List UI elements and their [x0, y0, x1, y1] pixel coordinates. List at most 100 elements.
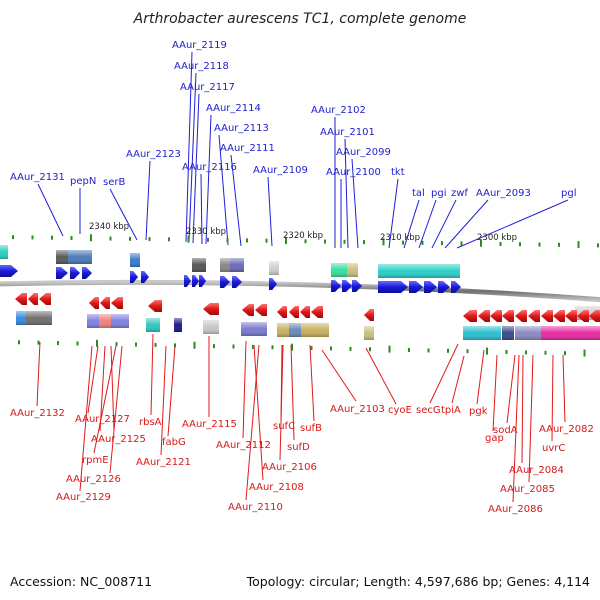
tick [187, 235, 190, 243]
gene-label[interactable]: AAur_2082 [539, 424, 594, 435]
tick [310, 346, 313, 351]
tick [285, 236, 287, 244]
gene-label[interactable]: AAur_2111 [220, 143, 275, 154]
gene-label[interactable]: cyoE [388, 405, 412, 416]
leader-line [365, 347, 397, 405]
scale-tick-label: 2320 kbp [283, 231, 323, 241]
gene-label[interactable]: AAur_2100 [326, 167, 381, 178]
forward-gene-arrow [352, 280, 362, 292]
tick [466, 349, 469, 354]
gene-label[interactable]: AAur_2132 [10, 408, 65, 419]
map-title: Arthrobacter aurescens TC1, complete gen… [133, 11, 467, 27]
leader-line [506, 354, 516, 424]
scale-tick-label: 2330 kbp [186, 227, 226, 237]
gene-label[interactable]: AAur_2127 [75, 414, 130, 425]
gene-label[interactable]: AAur_2108 [249, 482, 304, 493]
leader-line [185, 51, 193, 243]
tick [154, 342, 157, 347]
tick [486, 347, 488, 355]
leader-line [528, 354, 534, 483]
leader-line [205, 114, 212, 245]
reverse-gene-arrow [255, 304, 267, 316]
leader-line [242, 340, 247, 439]
leader-line [512, 354, 520, 503]
leader-line [188, 72, 197, 243]
gene-label[interactable]: tpiA [441, 405, 461, 416]
tick [246, 238, 248, 243]
tick [525, 350, 527, 355]
leader-line [344, 138, 349, 249]
gene-label[interactable]: uvrC [542, 443, 565, 454]
gene-label[interactable]: serB [103, 177, 125, 188]
gene-label[interactable]: AAur_2109 [253, 165, 308, 176]
reverse-gene-arrow [311, 306, 323, 318]
tick [76, 341, 79, 346]
feature-box-shade [174, 318, 182, 332]
gene-label[interactable]: AAur_2093 [476, 188, 531, 199]
gene-label[interactable]: AAur_2118 [174, 61, 229, 72]
gene-label[interactable]: AAur_2101 [320, 127, 375, 138]
gene-label[interactable]: AAur_2125 [91, 434, 146, 445]
gene-label[interactable]: AAur_2131 [10, 172, 65, 183]
tick [37, 340, 40, 345]
forward-gene-arrow [82, 267, 92, 279]
gene-label[interactable]: AAur_2117 [180, 82, 235, 93]
gene-label[interactable]: AAur_2129 [56, 492, 111, 503]
forward-gene-arrow [56, 267, 68, 279]
gene-label[interactable]: sufD [287, 442, 310, 453]
gene-label[interactable]: gap [485, 433, 504, 444]
tick [226, 238, 229, 243]
gene-label[interactable]: secG [416, 405, 441, 416]
gene-label[interactable]: AAur_2099 [336, 147, 391, 158]
gene-label[interactable]: AAur_2102 [311, 105, 366, 116]
gene-label[interactable]: tkt [391, 167, 405, 178]
gene-label[interactable]: zwf [451, 188, 468, 199]
leader-line [200, 173, 203, 245]
gene-label[interactable]: sodA [493, 425, 518, 436]
tick [109, 236, 112, 241]
forward-gene-arrow [269, 278, 277, 290]
reverse-gene-arrow [28, 293, 38, 305]
leader-line [230, 154, 242, 247]
tick [148, 237, 151, 242]
reverse-gene-arrow [39, 293, 51, 305]
gene-label[interactable]: AAur_2116 [182, 162, 237, 173]
gene-label[interactable]: pgk [469, 406, 488, 417]
tick [505, 349, 508, 354]
gene-label[interactable]: AAur_2126 [66, 474, 121, 485]
reverse-gene-arrow [478, 310, 490, 322]
leader-line [562, 354, 566, 423]
gene-label[interactable]: tal [412, 188, 425, 199]
gene-label[interactable]: rbsA [139, 417, 162, 428]
gene-label[interactable]: AAur_2086 [488, 504, 543, 515]
gene-label[interactable]: sufC [273, 421, 295, 432]
reverse-gene-arrow [463, 310, 477, 322]
gene-label[interactable]: AAur_2084 [509, 465, 564, 476]
gene-label[interactable]: AAur_2114 [206, 103, 261, 114]
gene-label[interactable]: fabG [162, 437, 186, 448]
gene-label[interactable]: AAur_2112 [216, 440, 271, 451]
leader-line [418, 199, 437, 249]
gene-label[interactable]: AAur_2106 [262, 462, 317, 473]
tick [402, 240, 404, 245]
gene-label[interactable]: pepN [70, 176, 96, 187]
gene-label[interactable]: AAur_2115 [182, 419, 237, 430]
feature-box-shade [541, 326, 600, 340]
gene-label[interactable]: AAur_2121 [136, 457, 191, 468]
leader-line [167, 345, 176, 437]
gene-label[interactable]: AAur_2123 [126, 149, 181, 160]
reverse-gene-arrow [111, 297, 123, 309]
gene-label[interactable]: AAur_2085 [500, 484, 555, 495]
gene-label[interactable]: sufB [300, 423, 322, 434]
tick [421, 240, 424, 245]
leader-line [37, 183, 64, 237]
forward-gene-arrow [199, 275, 206, 287]
forward-gene-arrow [451, 281, 461, 293]
gene-label[interactable]: AAur_2103 [330, 404, 385, 415]
gene-label[interactable]: rpmE [82, 455, 109, 466]
gene-label[interactable]: pgl [561, 188, 576, 199]
gene-label[interactable]: AAur_2113 [214, 123, 269, 134]
gene-label[interactable]: AAur_2110 [228, 502, 283, 513]
gene-label[interactable]: AAur_2119 [172, 40, 227, 51]
gene-label[interactable]: pgi [431, 188, 446, 199]
